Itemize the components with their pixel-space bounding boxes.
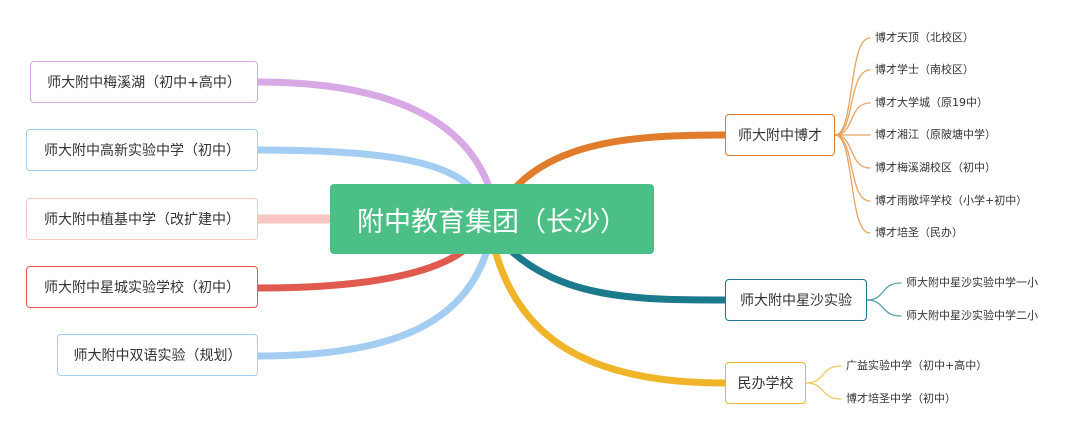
branch-gaoxin[interactable]: 师大附中高新实验中学（初中）	[26, 129, 258, 171]
root-node[interactable]: 附中教育集团（长沙）	[330, 184, 654, 254]
leaf-bocai-xueshi[interactable]: 博才学士（南校区）	[875, 63, 974, 76]
leaf-bocai-tianding[interactable]: 博才天顶（北校区）	[875, 31, 974, 44]
connector-meixihu	[254, 78, 496, 200]
leaf-connector-minban-1	[805, 382, 842, 400]
branch-shuangyu[interactable]: 师大附中双语实验（规划）	[57, 334, 258, 376]
leaf-connector-bocai-1	[834, 69, 871, 136]
branch-meixihu[interactable]: 师大附中梅溪湖（初中+高中）	[30, 61, 258, 103]
branch-zhiji[interactable]: 师大附中植基中学（改扩建中）	[26, 198, 258, 240]
leaf-xingsha-erxiao[interactable]: 师大附中星沙实验中学二小	[906, 309, 1038, 322]
leaf-bocai-peisheng[interactable]: 博才培圣（民办）	[875, 226, 963, 239]
leaf-connector-bocai-4	[834, 134, 871, 169]
leaf-connector-bocai-6	[834, 134, 871, 234]
leaf-connector-bocai-2	[834, 102, 871, 136]
leaf-connector-minban-0	[805, 365, 842, 384]
leaf-guangyi[interactable]: 广益实验中学（初中+高中）	[846, 359, 988, 372]
leaf-bocai-yuchangping[interactable]: 博才雨敞坪学校（小学+初中）	[875, 194, 1028, 207]
leaf-bocai-xiangjiang[interactable]: 博才湘江（原陂塘中学）	[875, 128, 996, 141]
leaf-connector-bocai-0	[834, 37, 871, 136]
leaf-connector-xingsha-1	[866, 299, 902, 317]
leaf-bocai-meixihu[interactable]: 博才梅溪湖校区（初中）	[875, 161, 996, 174]
connector-shuangyu	[254, 236, 494, 360]
leaf-connector-xingsha-0	[866, 282, 902, 301]
connector-xingsha	[501, 241, 729, 304]
leaf-bocai-daxuecheng[interactable]: 博才大学城（原19中）	[875, 96, 988, 109]
branch-xingcheng[interactable]: 师大附中星城实验学校（初中）	[26, 266, 258, 308]
connector-minban	[491, 246, 729, 387]
branch-bocai[interactable]: 师大附中博才	[725, 114, 835, 156]
branch-minban[interactable]: 民办学校	[725, 362, 806, 404]
branch-xingsha[interactable]: 师大附中星沙实验	[725, 279, 867, 321]
leaf-xingsha-yixiao[interactable]: 师大附中星沙实验中学一小	[906, 276, 1038, 289]
leaf-peisheng-zhongxue[interactable]: 博才培圣中学（初中）	[846, 392, 956, 405]
connector-bocai	[511, 131, 729, 192]
